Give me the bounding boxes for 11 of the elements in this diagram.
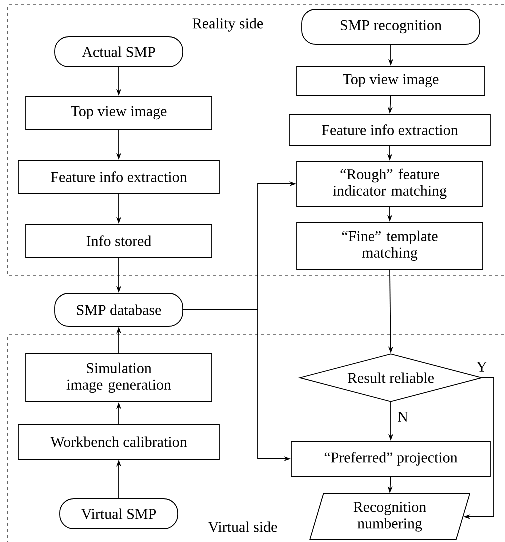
- process-box: “Preferred” projection: [291, 441, 491, 477]
- process-box: Info stored: [26, 224, 212, 258]
- process-box: “Rough” feature indicator matching: [296, 161, 484, 207]
- process-box: Top view image: [296, 66, 486, 96]
- process-box: “Fine” template matching: [296, 222, 484, 270]
- process-box: Workbench calibration: [18, 424, 220, 460]
- process-box: Simulation image generation: [26, 354, 212, 402]
- process-box: Top view image: [26, 96, 212, 130]
- process-box: Feature info extraction: [18, 160, 220, 194]
- process-box: Feature info extraction: [289, 114, 491, 146]
- edge-label: N: [396, 411, 410, 423]
